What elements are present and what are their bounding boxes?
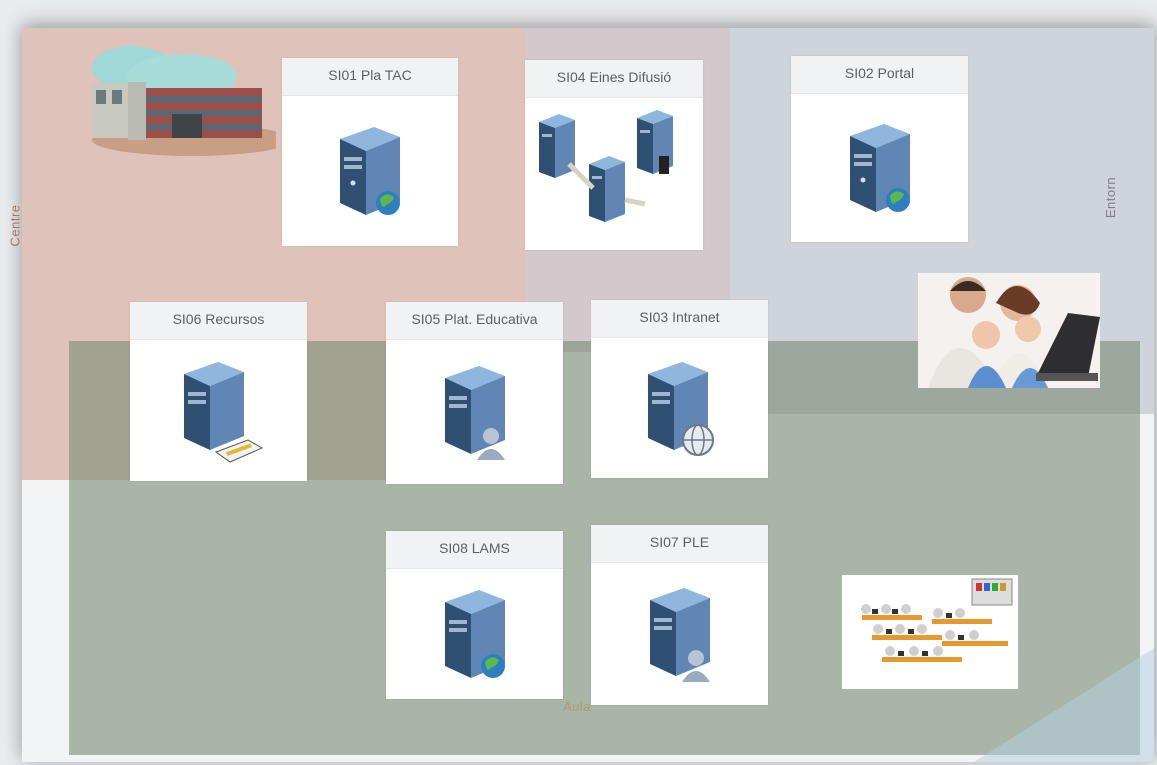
system-title: SI04 Eines Difusió [525,60,703,98]
server-web-icon [849,124,910,212]
family-computer-photo [918,273,1100,388]
system-title: SI07 PLE [591,525,768,563]
system-title: SI03 Intranet [591,300,768,338]
system-card-si06[interactable]: SI06 Recursos [130,302,307,481]
system-card-si08[interactable]: SI08 LAMS [386,531,563,699]
system-card-si02[interactable]: SI02 Portal [791,56,968,242]
system-title: SI01 Pla TAC [282,58,458,96]
system-title: SI05 Plat. Educativa [386,302,563,340]
system-card-si04[interactable]: SI04 Eines Difusió [525,60,703,250]
system-card-si03[interactable]: SI03 Intranet [591,300,768,478]
entorn-label: Entorn [1103,176,1119,219]
server-globe-icon [647,362,714,456]
aula-label: Aula [563,699,592,714]
server-user-icon [444,366,505,460]
school-building-image [72,38,276,158]
centre-label: Centre [7,204,23,247]
system-title: SI02 Portal [791,56,968,94]
classroom-image [842,575,1018,689]
server-web-icon [340,127,400,215]
system-card-si05[interactable]: SI05 Plat. Educativa [386,302,563,484]
server-cluster-icon [539,110,673,222]
system-title: SI08 LAMS [386,531,563,569]
system-card-si07[interactable]: SI07 PLE [591,525,768,705]
system-title: SI06 Recursos [130,302,307,340]
system-card-si01[interactable]: SI01 Pla TAC [282,58,458,246]
server-user-icon [649,588,710,682]
server-storage-icon [183,361,263,463]
server-web-icon [444,590,505,678]
